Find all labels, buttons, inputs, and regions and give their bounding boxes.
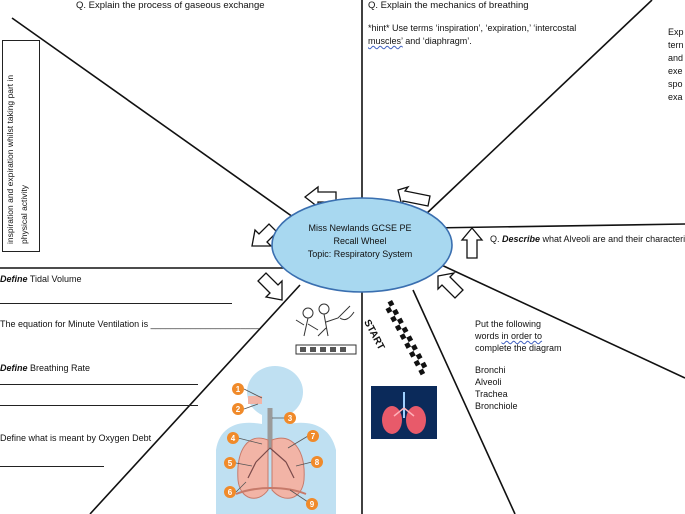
define-word: Define <box>0 274 28 284</box>
badge-number: 2 <box>236 405 241 414</box>
center-title: Miss Newlands GCSE PE Recall Wheel Topic… <box>290 222 430 261</box>
arrow-icon <box>437 271 464 299</box>
badge-number: 5 <box>228 459 233 468</box>
arrow-icon <box>460 226 484 259</box>
hint-underlined-word: muscles’ <box>368 36 403 46</box>
tidal-volume-label: Tidal Volume <box>27 274 82 284</box>
number-badge <box>306 498 318 510</box>
cutoff-fragment: exe <box>668 66 683 76</box>
question-prefix: Q. <box>490 234 503 244</box>
define-word: Define <box>0 363 28 373</box>
gaseous-exchange-question: Q. Explain the process of gaseous exchan… <box>76 0 265 11</box>
breathing-mechanics-question: Q. Explain the mechanics of breathing <box>368 0 529 11</box>
center-line-3: Topic: Respiratory System <box>307 249 413 259</box>
minute-ventilation-prompt: The equation for Minute Ventilation is _… <box>0 319 261 329</box>
answer-line <box>0 466 104 467</box>
badge-number: 3 <box>288 414 293 423</box>
number-badge <box>307 430 319 442</box>
word-bank-item: Bronchiole <box>475 401 518 411</box>
instruction-underlined: in order to <box>501 331 543 341</box>
oxygen-debt-prompt: Define what is meant by Oxygen Debt <box>0 433 152 443</box>
word-bank-item: Trachea <box>475 389 508 399</box>
diagram-instruction-2: words in order to <box>475 330 542 342</box>
diagram-instruction-1: Put the following <box>475 319 542 329</box>
tidal-volume-prompt: Define Tidal Volume <box>0 273 82 285</box>
number-badge <box>232 383 244 395</box>
arrow-icon <box>251 223 278 247</box>
answer-line <box>0 405 198 406</box>
arrow-icon <box>257 272 283 301</box>
badge-number: 1 <box>236 385 241 394</box>
vertical-text-box <box>2 40 40 252</box>
answer-line <box>0 384 198 385</box>
badge-number: 6 <box>228 488 233 497</box>
number-badge <box>224 457 236 469</box>
hint-line-2-rest: and ‘diaphragm’. <box>402 36 472 46</box>
badge-number: 8 <box>315 458 320 467</box>
alveoli-question-rest: what Alveoli are and their characteristi… <box>542 234 685 244</box>
describe-word: Describe <box>502 234 541 244</box>
word-bank-item: Alveoli <box>475 377 502 387</box>
hint-line-1: *hint* Use terms ‘inspiration’, ‘expirat… <box>368 23 577 33</box>
cutoff-fragment: Exp <box>668 27 684 37</box>
number-badge <box>224 486 236 498</box>
center-line-2: Recall Wheel <box>333 236 387 246</box>
diagram-instruction-3: complete the diagram <box>475 343 562 353</box>
badge-number: 9 <box>310 500 315 509</box>
badge-number: 7 <box>311 432 316 441</box>
alveoli-question: Q. Describe what Alveoli are and their c… <box>490 233 685 245</box>
cutoff-fragment: and <box>668 53 684 63</box>
breathing-rate-prompt: Define Breathing Rate <box>0 362 90 374</box>
number-badge <box>227 432 239 444</box>
number-badge <box>311 456 323 468</box>
badge-number: 4 <box>231 434 236 443</box>
hint-line-2: muscles’ and ‘diaphragm’. <box>368 35 472 47</box>
cutoff-fragment: spo <box>668 79 683 89</box>
instruction-words: words <box>475 331 502 341</box>
number-badge <box>232 403 244 415</box>
center-line-1: Miss Newlands GCSE PE <box>308 223 412 233</box>
answer-line <box>0 303 232 304</box>
cutoff-fragment: tern <box>668 40 684 50</box>
breathing-rate-label: Breathing Rate <box>27 363 91 373</box>
cutoff-fragment: exa <box>668 92 683 102</box>
number-badge <box>284 412 296 424</box>
word-bank-item: Bronchi <box>475 365 506 375</box>
